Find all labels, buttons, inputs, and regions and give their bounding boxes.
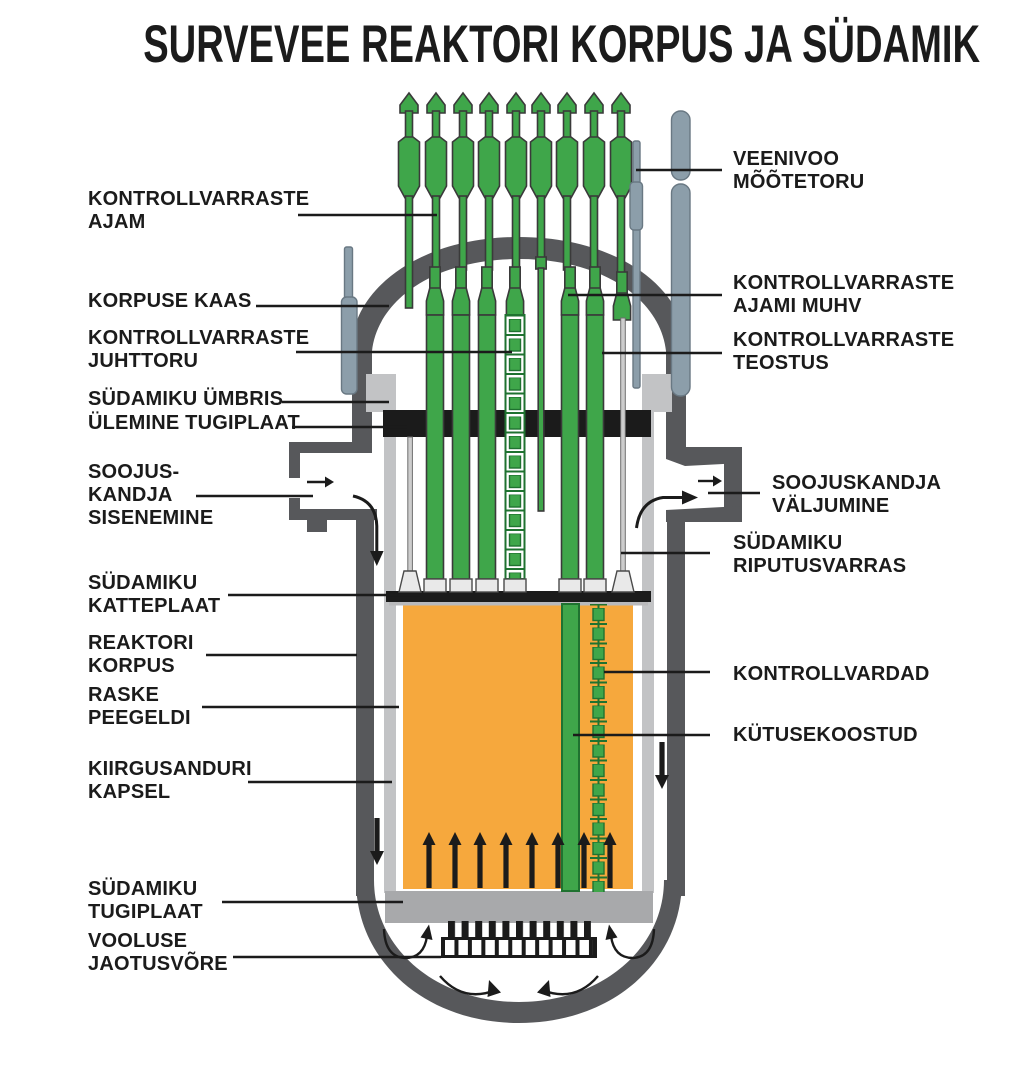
label-soojuskandja-valjumine: SOOJUSKANDJA VÄLJUMINE [772,472,942,517]
label-reaktori-korpus: REAKTORI KORPUS [88,632,194,677]
label-sudamiku-tugiplaat: SÜDAMIKU TUGIPLAAT [88,878,203,923]
label-korpuse-kaas: KORPUSE KAAS [88,290,252,312]
barrel-wall-left [384,374,396,893]
label-kontrollvarraste-juhttoru: KONTROLLVARRASTE JUHTTORU [88,327,310,372]
fuel-assembly [561,603,580,892]
label-sudamiku-riputusvarras: SÜDAMIKU RIPUTUSVARRAS [733,532,907,577]
reactor-vessel [289,237,742,1023]
outlet-nozzle [666,447,742,522]
guide-tube-caps [423,578,607,593]
label-sudamiku-umbris: SÜDAMIKU ÜMBRIS [88,388,284,410]
vessel-wall-right [667,518,685,896]
label-kontrollvarraste-ajam: KONTROLLVARRASTE AJAM [88,188,310,233]
right-instrument-tube [670,110,691,397]
label-raske-peegeldi: RASKE PEEGELDI [88,684,191,729]
instrument-tubes [340,110,691,397]
label-kontrollvardad: KONTROLLVARDAD [733,663,930,685]
label-kontrollvarraste-teostus: KONTROLLVARRASTE TEOSTUS [733,329,955,374]
control-rods [590,604,607,892]
core-upper-plate [386,591,651,602]
label-sudamiku-katteplaat: SÜDAMIKU KATTEPLAAT [88,572,221,617]
core-barrel [366,374,672,893]
label-soojuskandja-sisenemine: SOOJUS- KANDJA SISENEMINE [88,461,214,529]
guide-tube-with-shaft [504,314,526,580]
water-level-measuring-tube [629,140,644,389]
flow-arrows [307,475,722,997]
core-suspension-rods [398,317,635,593]
label-kutusekoostud: KÜTUSEKOOSTUD [733,724,918,746]
label-kiirgusanduri-kapsel: KIIRGUSANDURI KAPSEL [88,758,252,803]
drive-shaft-rod [534,256,547,512]
vessel-bottom-head [356,880,682,1023]
control-rod-drives [397,92,633,309]
page-title: SURVEVEE REAKTORI KORPUS JA SÜDAMIK [143,15,981,74]
inlet-nozzle [289,442,377,532]
label-kontrollvarraste-ajami-muhv: KONTROLLVARRASTE AJAMI MUHV [733,272,955,317]
label-ulemine-tugiplaat: ÜLEMINE TUGIPLAAT [88,412,300,434]
core-support-plate [385,891,653,923]
label-vooluse-jaotusvore: VOOLUSE JAOTUSVÕRE [88,930,228,975]
vessel-wall-left [356,509,374,896]
left-instrument-tube [340,246,358,395]
leader-lines [196,168,760,959]
flow-distribution-grid [441,921,597,958]
guide-tubes [425,256,632,580]
barrel-wall-right [642,374,654,893]
label-veenivoo-mootetoru: VEENIVOO MÕÕTETORU [733,148,865,193]
